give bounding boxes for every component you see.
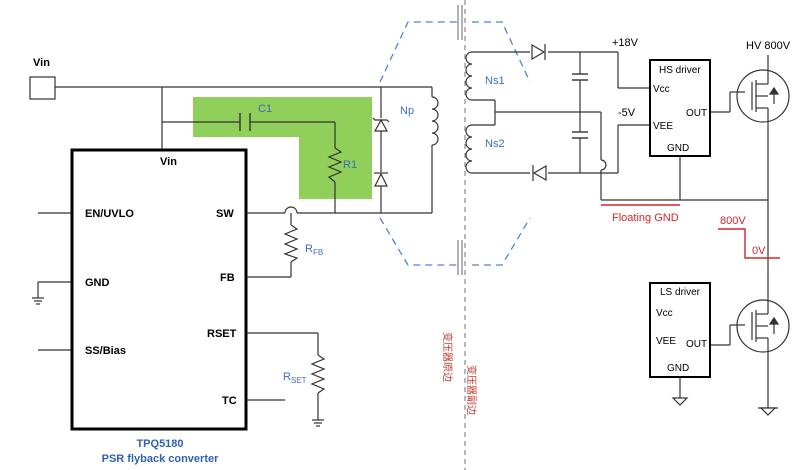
ns2-diode [532,164,547,182]
ls-driver-vee: VEE [656,336,676,347]
floating-gnd-label: Floating GND [612,212,679,224]
hs-driver-vcc: Vcc [653,84,670,95]
np-label: Np [400,105,414,117]
ic-pin-fb: FB [220,272,235,284]
transformer-core [457,5,463,275]
ns1-label: Ns1 [485,75,505,87]
ls-driver-out: OUT [686,339,707,350]
ls-driver-title: LS driver [660,287,701,298]
hs-mosfet [736,69,790,123]
primary-zener-diode [372,117,390,132]
ns2-label: Ns2 [485,138,505,150]
r1-label: R1 [343,159,357,171]
ls-driver-gnd: GND [667,363,689,374]
hs-driver-vee: VEE [653,121,673,132]
transformer-outline [379,21,531,266]
rset-resistor [310,354,326,394]
v0-label: 0V [752,245,766,257]
vin-source-box [29,76,56,100]
ls-ground-symbol [671,397,689,406]
secondary-capacitors [572,73,588,139]
hs-driver-box [649,59,711,157]
hs-driver-gnd: GND [667,143,689,154]
hv-label: HV 800V [746,40,791,52]
ls-mosfet [736,299,790,353]
primary-diode [374,172,388,187]
ic-pin-vin: Vin [160,156,177,168]
secondary-wiring [472,51,778,409]
ic-pin-sw: SW [216,208,234,220]
secondary-side-label: 变压器副边 [465,365,478,415]
primary-wiring [32,86,433,427]
ic-pin-en: EN/UVLO [85,208,134,220]
c1-label: C1 [258,103,272,115]
ns1-winding [465,51,473,101]
vin-source-label: Vin [33,57,50,69]
ic-body [70,148,248,431]
hs-driver-out: OUT [686,108,707,119]
plus18-label: +18V [612,37,639,49]
ns1-diode [531,43,546,61]
ls-driver-vcc: Vcc [656,308,673,319]
ls-driver-box [649,282,711,378]
r1-resistor [327,147,343,183]
ic-description: PSR flyback converter [102,453,219,465]
rfb-resistor [283,224,299,263]
ns2-winding [465,124,473,174]
c1-capacitor [239,113,251,131]
ic-pin-gnd: GND [85,277,110,289]
ic-name: TPQ5180 [136,438,183,450]
floating-gnd-waveform [601,204,780,259]
ic-pin-tc: TC [222,395,237,407]
rfb-label: RFB [305,243,323,257]
hv-ground-symbol [759,407,777,416]
primary-side-label: 变压器原边 [441,332,454,382]
v800-label: 800V [720,215,746,227]
hs-driver-title: HS driver [659,65,701,76]
minus5-label: -5V [618,107,636,119]
ic-pin-ss: SS/Bias [85,345,126,357]
ic-pin-rset: RSET [207,328,237,340]
rset-label: RSET [283,371,307,385]
primary-winding [431,96,439,146]
